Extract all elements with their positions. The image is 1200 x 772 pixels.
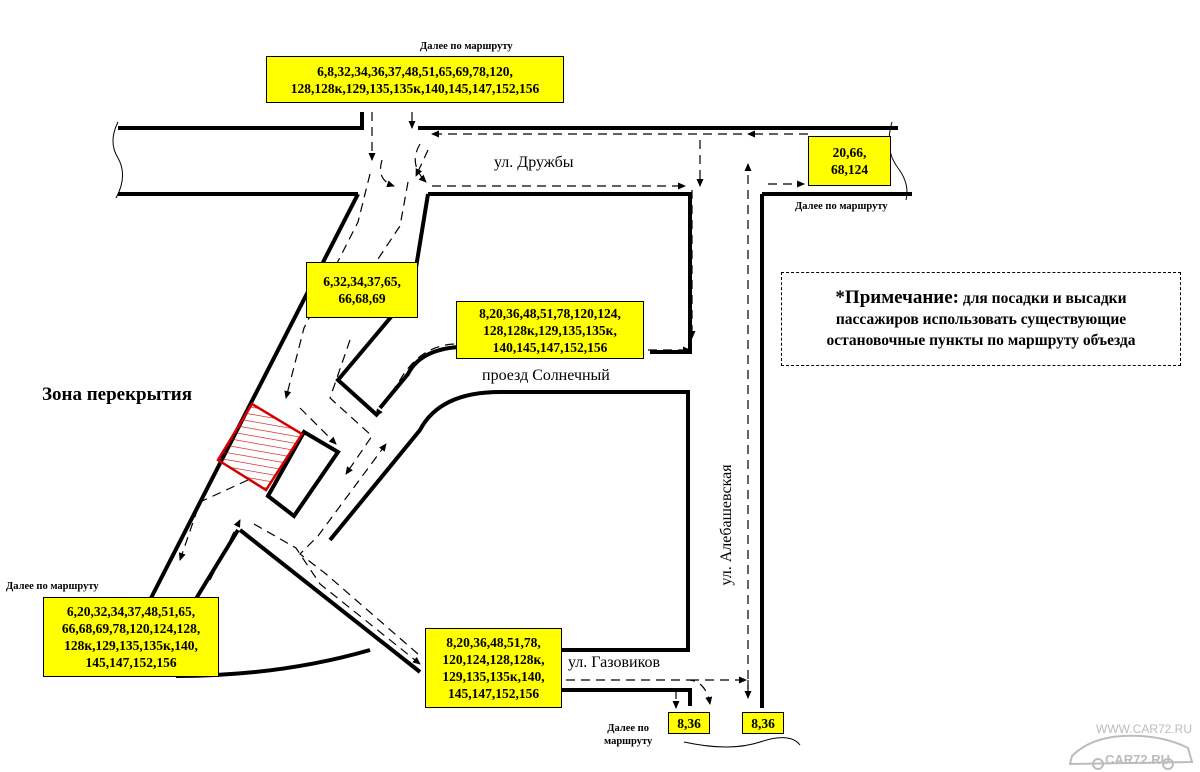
note-title: Примечание:: [844, 287, 959, 308]
further-route-label-bottom: Далее по маршруту: [604, 723, 653, 747]
route-box-bottom: 8,20,36,48,51,78, 120,124,128,128к, 129,…: [425, 628, 562, 708]
further-route-label-top: Далее по маршруту: [420, 41, 513, 52]
note-line-1: *Примечание: для посадки и высадки: [835, 287, 1126, 309]
route-box-bottom-small-1: 8,36: [668, 712, 710, 734]
watermark-url: WWW.CAR72.RU: [1096, 722, 1192, 736]
street-druzhby: ул. Дружбы: [494, 154, 574, 171]
route-box-left: 6,20,32,34,37,48,51,65, 66,68,69,78,120,…: [43, 597, 219, 677]
street-solnechny: проезд Солнечный: [482, 367, 610, 384]
road-edges: [118, 112, 912, 708]
closure-zone: [216, 402, 304, 492]
closure-zone-label: Зона перекрытия: [42, 384, 193, 405]
watermark-logo-text: CAR72.RU: [1104, 752, 1170, 767]
further-route-label-right: Далее по маршруту: [795, 201, 888, 212]
note-line-2: пассажиров использовать существующие: [835, 311, 1127, 328]
detour-arrows: [178, 112, 808, 709]
street-alebashevskaya: ул. Алебашевская: [718, 464, 735, 586]
route-box-bottom-small-2: 8,36: [742, 712, 784, 734]
street-gazovikov: ул. Газовиков: [568, 654, 661, 671]
note-box: *Примечание: для посадки и высадки пасса…: [781, 272, 1181, 366]
note-line-3: остановочные пункты по маршруту объезда: [826, 332, 1136, 349]
route-box-upper-left: 6,32,34,37,65, 66,68,69: [306, 262, 418, 318]
route-box-top: 6,8,32,34,36,37,48,51,65,69,78,120, 128,…: [266, 56, 564, 103]
note-text-1: для посадки и высадки: [959, 290, 1127, 307]
further-route-label-left: Далее по маршруту: [6, 581, 99, 592]
note-star: *: [835, 287, 845, 308]
watermark-car-icon: [1068, 734, 1194, 770]
route-box-right: 20,66, 68,124: [808, 136, 891, 186]
route-box-center: 8,20,36,48,51,78,120,124, 128,128к,129,1…: [456, 301, 644, 359]
